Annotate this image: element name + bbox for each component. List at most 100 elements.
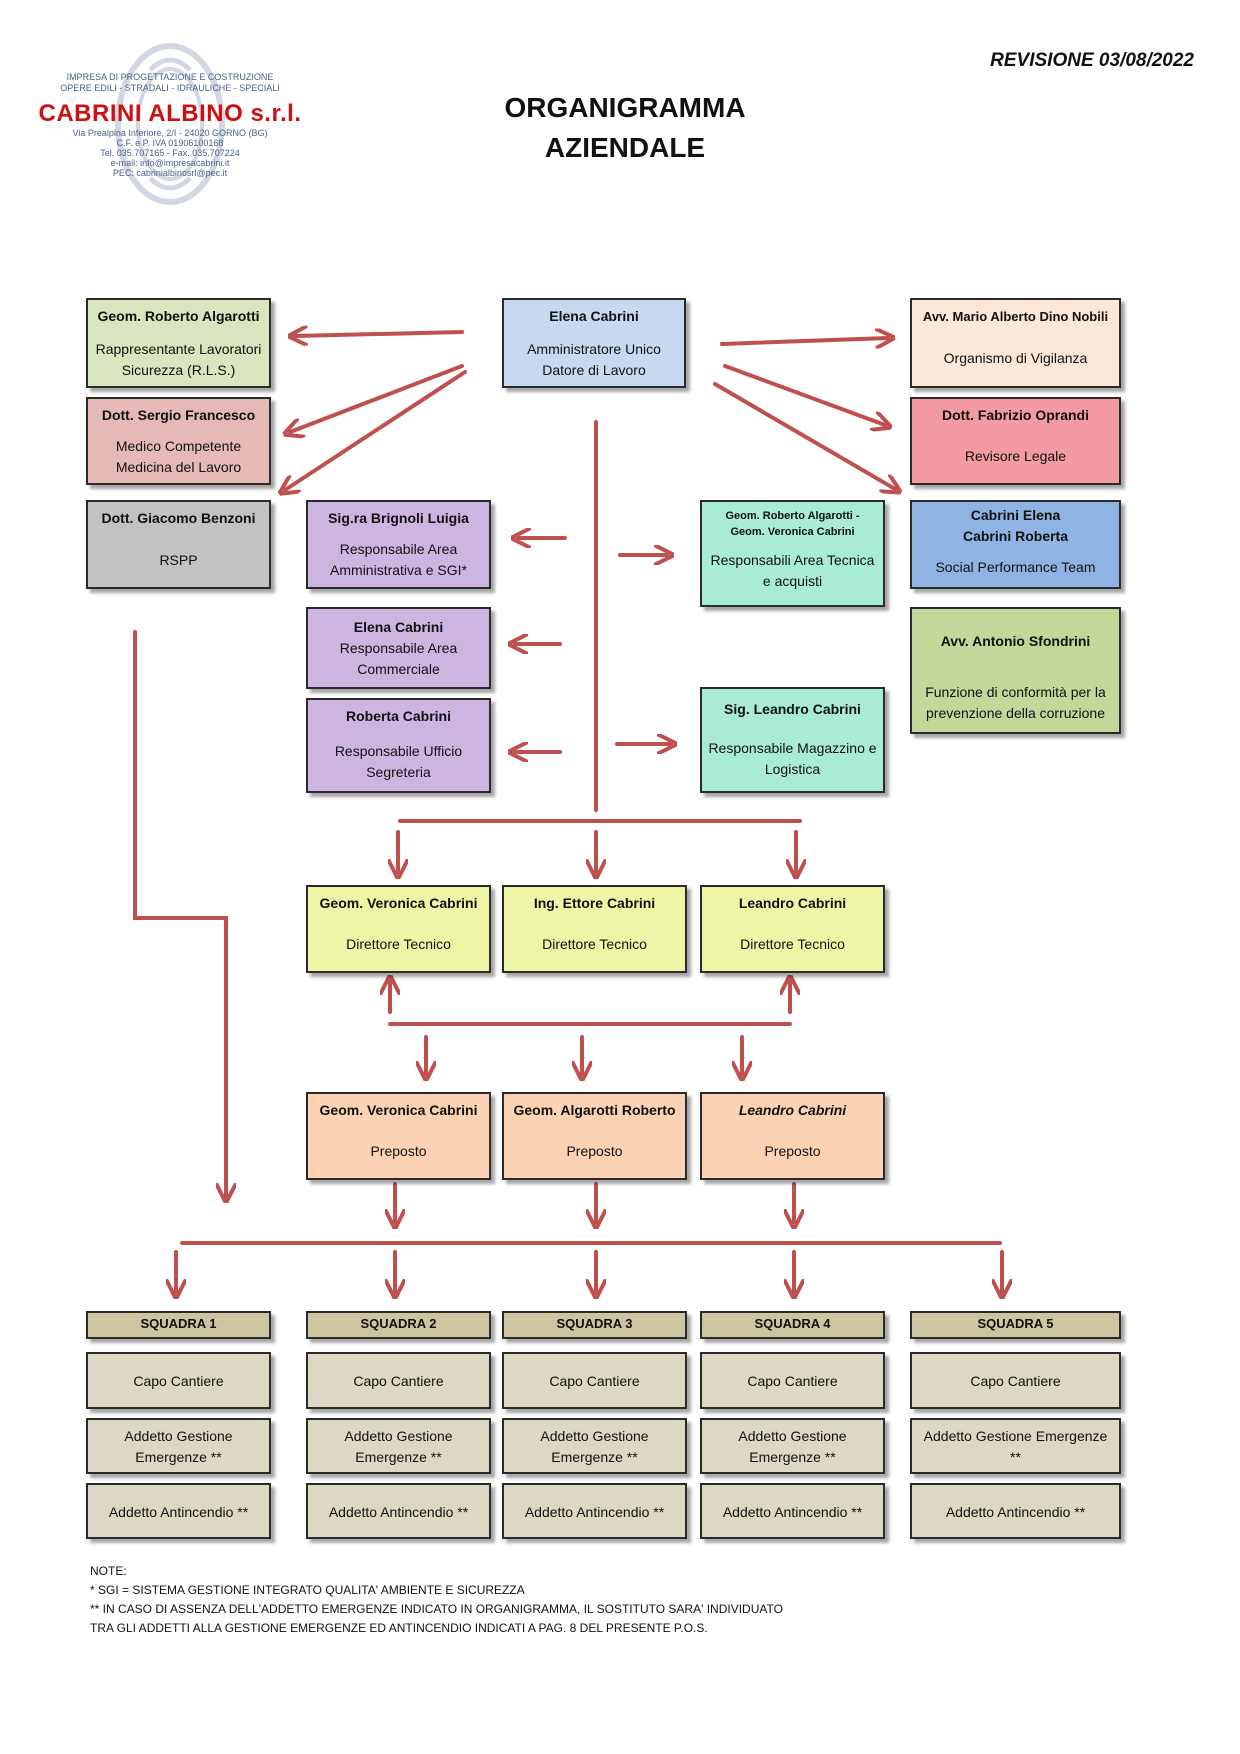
box-tecnica-name-2: Geom. Veronica Cabrini [730,526,855,538]
squad-3-gestione-1: Addetto Gestione [540,1428,649,1444]
box-odv-name: Avv. Mario Alberto Dino Nobili [922,309,1109,324]
box-anticorruzione-role-1: Funzione di conformità per la [925,684,1106,700]
squad-5-gestione-1: Addetto Gestione Emergenze [923,1428,1108,1444]
box-dt2-name: Ing. Ettore Cabrini [533,895,656,911]
box-pp1-role-1: Preposto [370,1143,427,1159]
squad-2-gestione-2: Emergenze ** [355,1449,442,1465]
box-spt: Cabrini Elena Cabrini Roberta Social Per… [910,500,1121,589]
box-spt-name-1: Cabrini Elena [970,507,1061,523]
box-pp1: Geom. Veronica Cabrini Preposto [306,1092,491,1180]
squad-4-gestione-1: Addetto Gestione [738,1428,847,1444]
squad-5-antincendio: Addetto Antincendio ** [910,1483,1121,1539]
logo-line-2: OPERE EDILI - STRADALI - IDRAULICHE - SP… [60,83,280,93]
box-dt2: Ing. Ettore Cabrini Direttore Tecnico [502,885,687,973]
squad-4-antincendio: Addetto Antincendio ** [700,1483,885,1539]
box-ceo: Elena Cabrini Amministratore Unico Dator… [502,298,686,388]
logo-line-7: PEC: cabrinialbinosrl@pec.it [112,168,228,178]
notes-heading: NOTE: [90,1564,127,1578]
squad-5-header: SQUADRA 5 [910,1311,1121,1339]
box-rspp-name: Dott. Giacomo Benzoni [101,510,256,526]
page-title: ORGANIGRAMMA AZIENDALE [480,88,770,168]
squad-3-antincendio: Addetto Antincendio ** [502,1483,687,1539]
box-rspp: Dott. Giacomo Benzoni RSPP [86,500,271,589]
logo-brand: CABRINI ALBINO s.r.l. [38,100,302,127]
box-rls: Geom. Roberto Algarotti Rappresentante L… [86,298,271,388]
box-tecnica: Geom. Roberto Algarotti - Geom. Veronica… [700,500,885,607]
box-pp2: Geom. Algarotti Roberto Preposto [502,1092,687,1180]
box-pp3: Leandro Cabrini Preposto [700,1092,885,1180]
squad-1-header: SQUADRA 1 [86,1311,271,1339]
squad-3-capo: Capo Cantiere [502,1352,687,1409]
squad-1-antincendio: Addetto Antincendio ** [86,1483,271,1539]
box-commerciale-name: Elena Cabrini [353,619,444,635]
logo-line-3: Via Prealpina Inferiore, 2/I - 24020 GOR… [72,128,268,138]
box-dt1-role-1: Direttore Tecnico [346,936,451,952]
squad-2-capo: Capo Cantiere [306,1352,491,1409]
squad-4-gestione: Addetto Gestione Emergenze ** [700,1418,885,1474]
squad-3-gestione-2: Emergenze ** [551,1449,638,1465]
squad-4-capo: Capo Cantiere [700,1352,885,1409]
box-odv-role-1: Organismo di Vigilanza [943,350,1088,366]
box-segreteria-name: Roberta Cabrini [345,708,451,724]
box-ceo-role-1: Amministratore Unico [527,341,661,357]
box-revisore-name: Dott. Fabrizio Oprandi [942,407,1089,423]
squad-3-gestione: Addetto Gestione Emergenze ** [502,1418,687,1474]
box-rls-name: Geom. Roberto Algarotti [97,308,260,324]
squad-2-antincendio: Addetto Antincendio ** [306,1483,491,1539]
squad-4-header: SQUADRA 4 [700,1311,885,1339]
arrow-ceo-odv [720,338,888,344]
box-odv: Avv. Mario Alberto Dino Nobili Organismo… [910,298,1121,388]
box-anticorruzione-role-2: prevenzione della corruzione [926,705,1105,721]
logo-line-4: C.F. e P. IVA 01906100168 [116,138,224,148]
box-rspp-role-1: RSPP [159,552,198,568]
box-medico-role-2: Medicina del Lavoro [115,459,242,475]
arrow-ceo-rls [295,332,464,336]
notes-line-3: TRA GLI ADDETTI ALLA GESTIONE EMERGENZE … [90,1621,708,1635]
box-segreteria-role-1: Responsabile Ufficio [334,743,463,759]
box-amministrativa-role-2: Amministrativa e SGI* [330,562,467,578]
arrow-ceo-revisore [723,364,885,425]
box-pp3-role-1: Preposto [764,1143,821,1159]
box-dt3: Leandro Cabrini Direttore Tecnico [700,885,885,973]
box-anticorruzione-name: Avv. Antonio Sfondrini [940,633,1091,649]
squad-5-gestione-2: ** [1010,1449,1021,1465]
box-magazzino: Sig. Leandro Cabrini Responsabile Magazz… [700,687,885,793]
notes-line-2: ** IN CASO DI ASSENZA DELL'ADDETTO EMERG… [90,1602,783,1616]
notes-section: NOTE: * SGI = SISTEMA GESTIONE INTEGRATO… [90,1562,783,1638]
squad-4-gestione-2: Emergenze ** [749,1449,836,1465]
squad-5-capo: Capo Cantiere [910,1352,1121,1409]
logo-line-5: Tel. 035.707165 - Fax. 035.707224 [100,148,240,158]
logo-line-1: IMPRESA DI PROGETTAZIONE E COSTRUZIONE [66,72,274,82]
squad-2-gestione-1: Addetto Gestione [344,1428,453,1444]
squad-2-gestione: Addetto Gestione Emergenze ** [306,1418,491,1474]
box-tecnica-name-1: Geom. Roberto Algarotti - [725,510,860,522]
title-line-2: AZIENDALE [544,132,706,163]
box-pp1-name: Geom. Veronica Cabrini [319,1102,478,1118]
rspp-path [133,630,226,1196]
squad-1-gestione-1: Addetto Gestione [124,1428,233,1444]
box-spt-name-2: Cabrini Roberta [962,528,1068,544]
box-revisore-role-1: Revisore Legale [964,448,1067,464]
squad-1-gestione: Addetto Gestione Emergenze ** [86,1418,271,1474]
box-dt1: Geom. Veronica Cabrini Direttore Tecnico [306,885,491,973]
box-dt1-name: Geom. Veronica Cabrini [319,895,478,911]
box-tecnica-role-1: Responsabili Area Tecnica [710,552,875,568]
notes-line-1: * SGI = SISTEMA GESTIONE INTEGRATO QUALI… [90,1583,525,1597]
box-dt2-role-1: Direttore Tecnico [542,936,647,952]
box-pp3-name: Leandro Cabrini [738,1102,847,1118]
logo-line-6: e-mail: info@impresacabrini.it [110,158,230,168]
squad-5-gestione: Addetto Gestione Emergenze ** [910,1418,1121,1474]
box-rls-role-2: Sicurezza (R.L.S.) [121,362,236,378]
box-segreteria: Roberta Cabrini Responsabile Ufficio Seg… [306,698,491,793]
box-amministrativa-role-1: Responsabile Area [339,541,458,557]
squad-2-header: SQUADRA 2 [306,1311,491,1339]
box-medico-name: Dott. Sergio Francesco [101,407,256,423]
box-dt3-role-1: Direttore Tecnico [740,936,845,952]
box-medico: Dott. Sergio Francesco Medico Competente… [86,397,271,485]
squad-3-header: SQUADRA 3 [502,1311,687,1339]
box-amministrativa: Sig.ra Brignoli Luigia Responsabile Area… [306,500,491,589]
box-commerciale: Elena Cabrini Responsabile Area Commerci… [306,607,491,689]
box-commerciale-role-1: Responsabile Area [339,640,458,656]
logo-seal-icon [115,43,225,205]
